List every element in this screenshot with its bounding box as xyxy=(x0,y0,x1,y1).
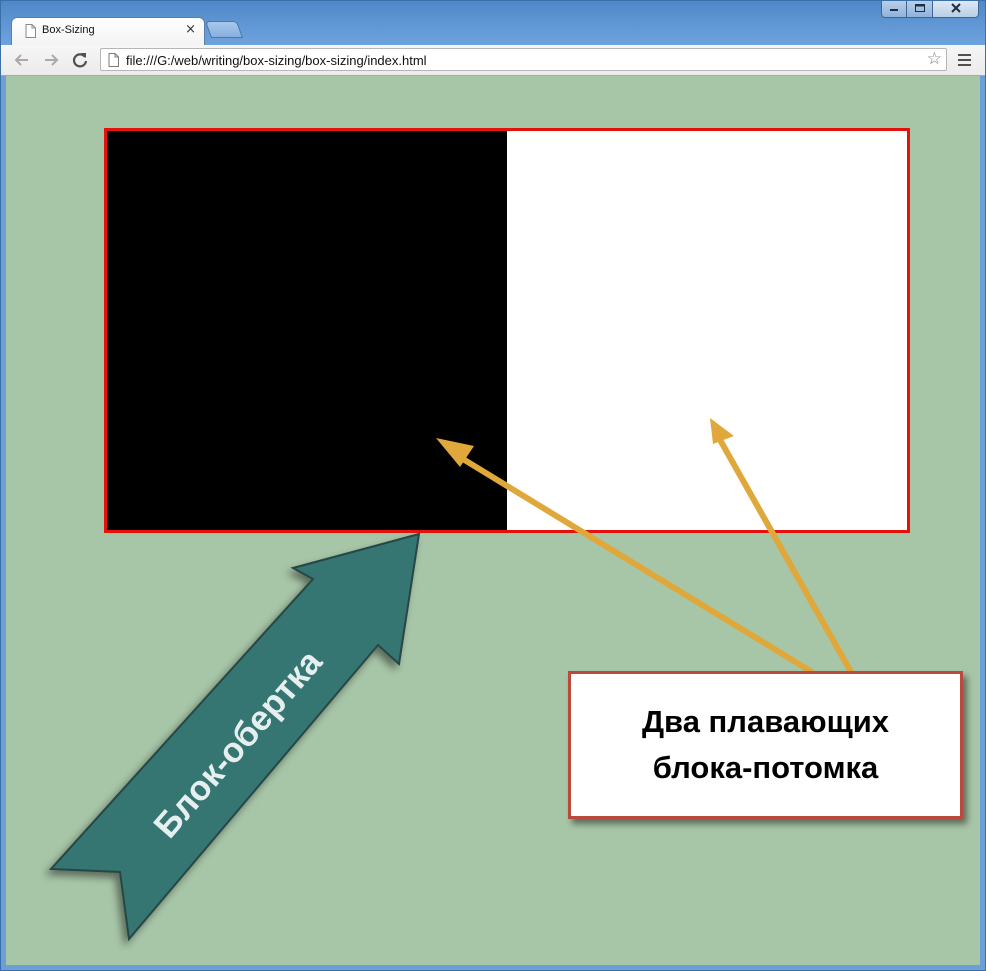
hamburger-menu-icon[interactable] xyxy=(958,54,971,66)
wrapper-block xyxy=(104,128,910,533)
close-icon xyxy=(950,3,961,13)
annotation-layer: Блок-обертка xyxy=(48,418,854,942)
float-child-black xyxy=(107,131,507,530)
page-icon xyxy=(108,53,119,72)
title-bar: Box-Sizing × xyxy=(1,1,985,45)
new-tab-button[interactable] xyxy=(204,21,244,38)
address-bar[interactable]: file:///G:/web/writing/box-sizing/box-si… xyxy=(100,48,947,71)
forward-button[interactable] xyxy=(40,49,62,71)
url-text[interactable]: file:///G:/web/writing/box-sizing/box-si… xyxy=(126,53,427,68)
callout-line-1: Два плавающих xyxy=(641,704,890,739)
tab-close-icon[interactable]: × xyxy=(185,22,196,37)
restore-icon xyxy=(914,4,925,12)
arrow-left-icon xyxy=(14,54,28,66)
minimize-icon xyxy=(890,9,898,11)
tab-title: Box-Sizing xyxy=(42,24,95,36)
pointer-arrow-left xyxy=(436,438,814,675)
callout-line-2: блока-потомка xyxy=(652,750,879,785)
star-icon[interactable]: ☆ xyxy=(926,49,942,69)
window-controls xyxy=(881,1,979,18)
reload-button[interactable] xyxy=(69,49,91,71)
back-button[interactable] xyxy=(11,49,33,71)
reload-icon xyxy=(72,53,88,68)
browser-toolbar: file:///G:/web/writing/box-sizing/box-si… xyxy=(1,45,985,76)
pointer-arrow-right xyxy=(710,418,854,674)
tab-box-sizing[interactable]: Box-Sizing × xyxy=(11,17,205,45)
close-window-button[interactable] xyxy=(933,1,979,18)
callout-box: Два плавающих блока-потомка xyxy=(568,671,963,819)
minimize-button[interactable] xyxy=(881,1,907,18)
float-child-white xyxy=(507,131,907,530)
arrow-right-icon xyxy=(45,54,59,66)
page-icon xyxy=(25,24,36,43)
maximize-button[interactable] xyxy=(907,1,933,18)
page-viewport: Блок-обертка Два плавающих блока-потомка xyxy=(6,76,980,965)
wrapper-label-arrow: Блок-обертка xyxy=(48,532,421,942)
